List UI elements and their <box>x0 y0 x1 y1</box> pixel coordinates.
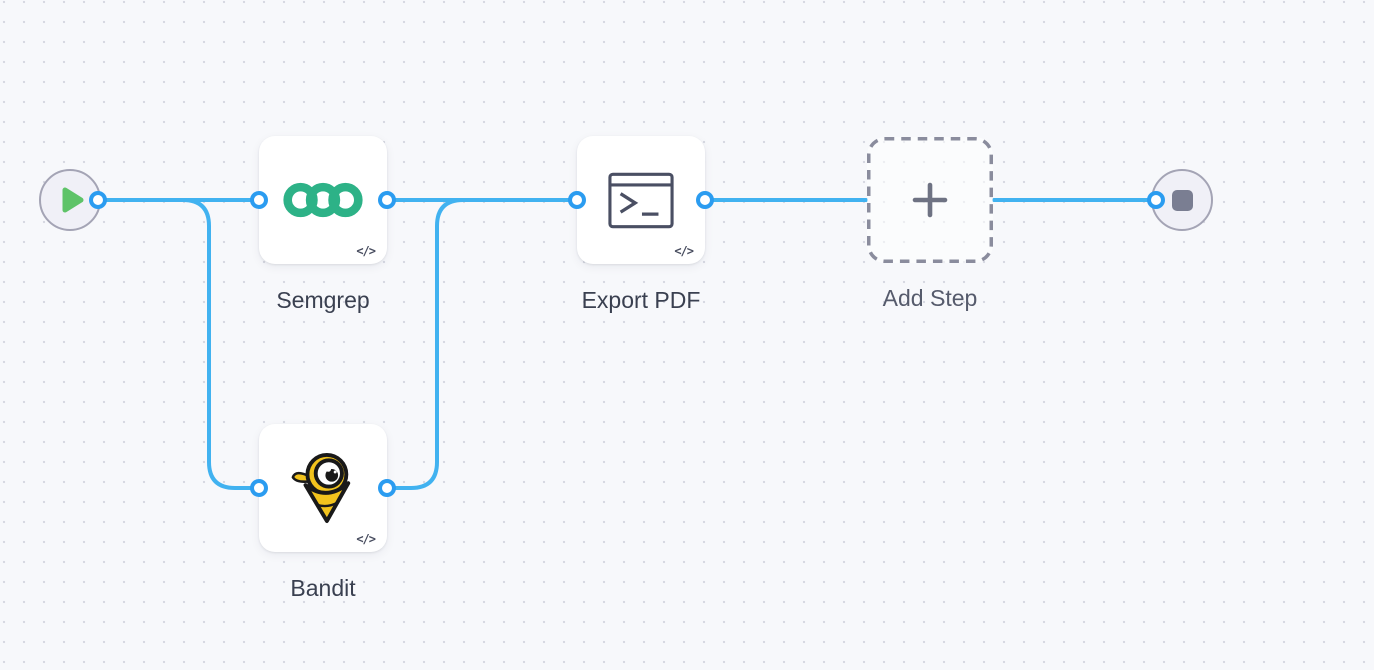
edge-start-bandit[interactable] <box>96 198 261 490</box>
node-label-bandit: Bandit <box>290 575 356 601</box>
edge-bandit-exportpdf[interactable] <box>385 198 579 490</box>
terminal-icon <box>608 172 674 228</box>
semgrep-logo <box>283 182 363 218</box>
node-label-add-step: Add Step <box>882 285 978 311</box>
port-export-pdf-in[interactable] <box>568 191 586 209</box>
node-export-pdf[interactable]: </> <box>577 136 705 264</box>
port-semgrep-out[interactable] <box>378 191 396 209</box>
port-bandit-out[interactable] <box>378 479 396 497</box>
add-step-node[interactable] <box>867 137 993 263</box>
dashed-border <box>867 137 993 263</box>
port-export-pdf-out[interactable] <box>696 191 714 209</box>
code-badge: </> <box>356 244 376 258</box>
port-bandit-in[interactable] <box>250 479 268 497</box>
bandit-logo <box>291 453 351 523</box>
node-bandit[interactable]: </> <box>259 424 387 552</box>
plus-icon <box>912 182 948 218</box>
play-icon <box>62 187 83 213</box>
node-label-export-pdf: Export PDF <box>581 287 701 313</box>
stop-icon <box>1171 189 1193 211</box>
port-semgrep-in[interactable] <box>250 191 268 209</box>
node-label-semgrep: Semgrep <box>276 287 370 313</box>
node-semgrep[interactable]: </> <box>259 136 387 264</box>
code-badge: </> <box>674 244 694 258</box>
port-end-in[interactable] <box>1147 191 1165 209</box>
port-start-out[interactable] <box>89 191 107 209</box>
code-badge: </> <box>356 532 376 546</box>
